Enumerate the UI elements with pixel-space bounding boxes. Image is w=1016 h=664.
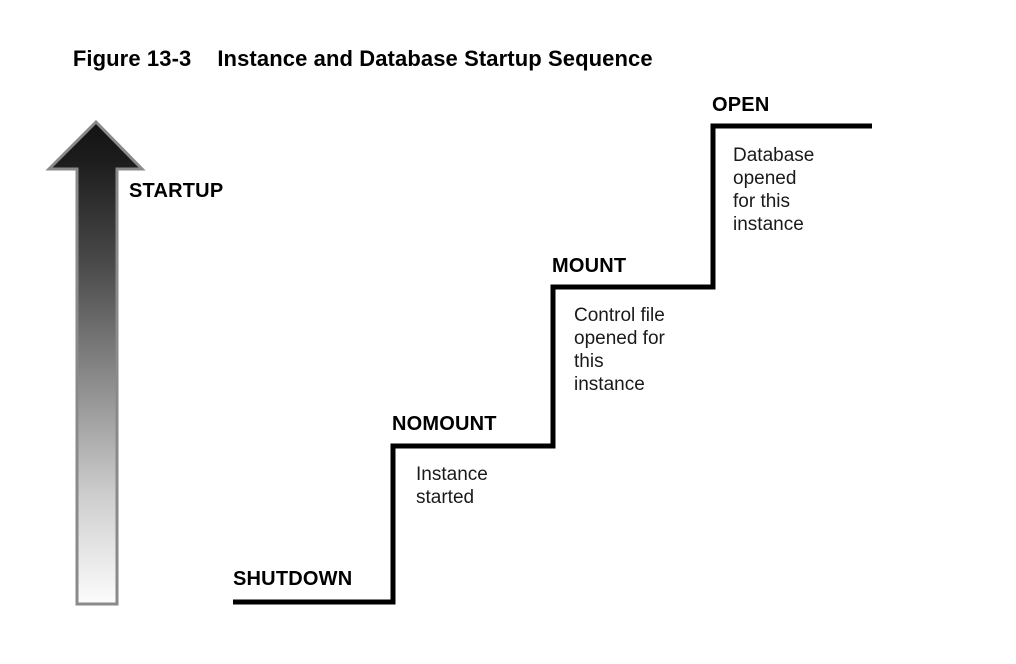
figure-title-text: Instance and Database Startup Sequence (217, 46, 653, 71)
stage-description-open: Database opened for this instance (733, 145, 815, 235)
startup-arrow-shape (45, 119, 146, 606)
stage-label-open: OPEN (712, 94, 770, 116)
startup-arrow-label: STARTUP (129, 180, 224, 202)
staircase-path (233, 123, 872, 605)
stage-description-mount: Control file opened for this instance (574, 305, 665, 395)
staircase-line (233, 123, 872, 605)
stage-label-nomount: NOMOUNT (392, 413, 497, 435)
stage-label-shutdown: SHUTDOWN (233, 568, 353, 590)
figure-number: Figure 13-3 (72, 46, 192, 71)
startup-arrow-icon (45, 119, 146, 606)
stage-label-mount: MOUNT (552, 255, 627, 277)
figure-title: Figure 13-3 Instance and Database Startup… (48, 20, 653, 98)
stage-description-nomount: Instance started (416, 464, 488, 508)
